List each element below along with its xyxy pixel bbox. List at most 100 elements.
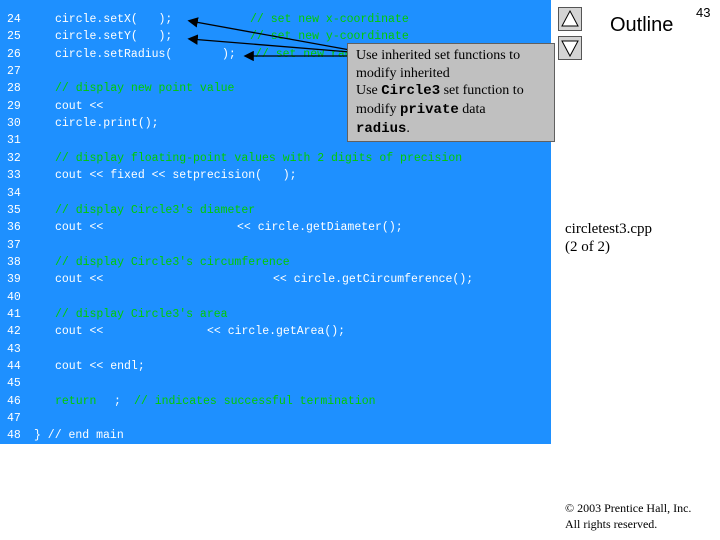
code-line: 36 cout << << circle.getDiameter(); [0, 219, 551, 236]
code-line: 45 [0, 375, 551, 392]
line-number: 31 [7, 134, 21, 148]
line-number: 39 [7, 273, 21, 287]
code-line: 34 [0, 185, 551, 202]
line-number: 27 [7, 65, 21, 79]
arrow-to-sety [187, 34, 351, 53]
code-text: cout << [55, 99, 104, 113]
callout-line-4-pre: modify [356, 102, 400, 117]
code-comment: // set new y-coordinate [250, 30, 409, 44]
code-line: 24 circle.setX( ); // set new x-coordinate [0, 11, 551, 28]
file-part: (2 of 2) [565, 239, 610, 255]
next-slide-button[interactable] [558, 36, 582, 60]
code-text: << circle.getCircumference(); [273, 273, 474, 287]
line-number: 30 [7, 117, 21, 131]
code-line: 38 // display Circle3's circumference [0, 254, 551, 271]
code-text: circle.print(); [55, 117, 159, 131]
code-line: 31 [0, 132, 551, 149]
code-line: 41 // display Circle3's area [0, 306, 551, 323]
code-line: 47 [0, 410, 551, 427]
line-number: 42 [7, 325, 21, 339]
code-comment: // display floating-point values with 2 … [55, 151, 463, 165]
line-number: 40 [7, 290, 21, 304]
code-line: 37 [0, 237, 551, 254]
page-number: 43 [696, 5, 711, 20]
code-text: ; [114, 394, 121, 408]
line-number: 32 [7, 151, 21, 165]
explanation-callout: Use inherited set functions to modify in… [347, 43, 555, 142]
line-number: 35 [7, 203, 21, 217]
callout-line-4: modify private data [356, 101, 486, 119]
line-number: 47 [7, 412, 21, 426]
outline-title: Outline [610, 14, 674, 36]
previous-slide-button[interactable] [558, 7, 582, 31]
code-text: return [55, 394, 97, 408]
code-line: 30 circle.print(); [0, 115, 551, 132]
line-number: 48 [7, 429, 21, 443]
line-number: 44 [7, 360, 21, 373]
file-label: circletest3.cpp (2 of 2) [565, 220, 652, 256]
code-comment: // display Circle3's diameter [55, 203, 256, 217]
code-line: 25 circle.setY( ); // set new y-coordinate [0, 28, 551, 45]
line-number: 43 [7, 342, 21, 356]
line-number: 29 [7, 99, 21, 113]
code-line: 48 } // end main [0, 427, 551, 444]
code-text: cout << [55, 221, 104, 235]
callout-private-keyword: private [399, 102, 459, 118]
code-text: cout << [55, 273, 104, 287]
callout-line-2: modify inherited [356, 66, 450, 81]
line-number: 24 [7, 13, 21, 26]
code-line: 44 cout << endl; [0, 358, 551, 375]
code-text: circle.setX( ); [55, 13, 173, 26]
copyright-notice: © 2003 Prentice Hall, Inc. All rights re… [565, 500, 691, 532]
triangle-up-icon [561, 9, 579, 27]
code-text: } // end main [34, 429, 124, 443]
code-text: circle.setRadius( [55, 47, 173, 61]
line-number: 26 [7, 47, 21, 61]
line-number: 45 [7, 377, 21, 391]
code-text: circle.setY( ); [55, 30, 173, 44]
callout-class-name: Circle3 [381, 83, 441, 99]
line-number: 34 [7, 186, 21, 200]
line-number: 33 [7, 169, 21, 183]
copyright-line-2: All rights reserved. [565, 517, 658, 531]
callout-line-3-post: set function to [440, 83, 524, 98]
code-text: << circle.getArea(); [207, 325, 346, 339]
code-comment: // display Circle3's circumference [55, 255, 290, 269]
callout-line-3: Use Circle3 set function to [356, 82, 524, 100]
line-number: 41 [7, 307, 21, 321]
code-text: cout << fixed << setprecision( ); [55, 169, 297, 183]
arrow-to-setx [187, 17, 351, 51]
code-line: 43 [0, 341, 551, 358]
callout-line-3-pre: Use [356, 83, 382, 98]
code-line: 40 [0, 289, 551, 306]
callout-line-5-post: . [406, 121, 410, 136]
callout-radius-name: radius [356, 121, 407, 137]
line-number: 37 [7, 238, 21, 252]
file-name: circletest3.cpp [565, 221, 653, 237]
line-number: 46 [7, 394, 21, 408]
line-number: 36 [7, 221, 21, 235]
callout-line-4-post: data [458, 102, 486, 117]
code-text: ); [222, 47, 236, 61]
code-comment: // display new point value [55, 82, 235, 96]
code-text: << circle.getDiameter(); [237, 221, 403, 235]
code-line: 33 cout << fixed << setprecision( ); [0, 167, 551, 184]
code-line: 42 cout << << circle.getArea(); [0, 323, 551, 340]
code-line: 28// display new point value [0, 80, 551, 97]
code-line: 35 // display Circle3's diameter [0, 202, 551, 219]
triangle-down-icon [561, 40, 579, 58]
line-number: 25 [7, 30, 21, 44]
code-line: 32 // display floating-point values with … [0, 150, 551, 167]
code-text: cout << [55, 325, 104, 339]
code-text: cout << endl; [55, 360, 145, 373]
code-line: 27 [0, 63, 551, 80]
line-number: 38 [7, 255, 21, 269]
code-comment: // set new x-coordinate [250, 13, 409, 26]
copyright-line-1: © 2003 Prentice Hall, Inc. [565, 501, 692, 515]
callout-line-1: Use inherited set functions to [356, 48, 521, 63]
code-line: 39 cout << << circle.getCircumference(); [0, 271, 551, 288]
callout-line-5: radius. [356, 120, 410, 138]
code-comment: // display Circle3's area [55, 307, 228, 321]
